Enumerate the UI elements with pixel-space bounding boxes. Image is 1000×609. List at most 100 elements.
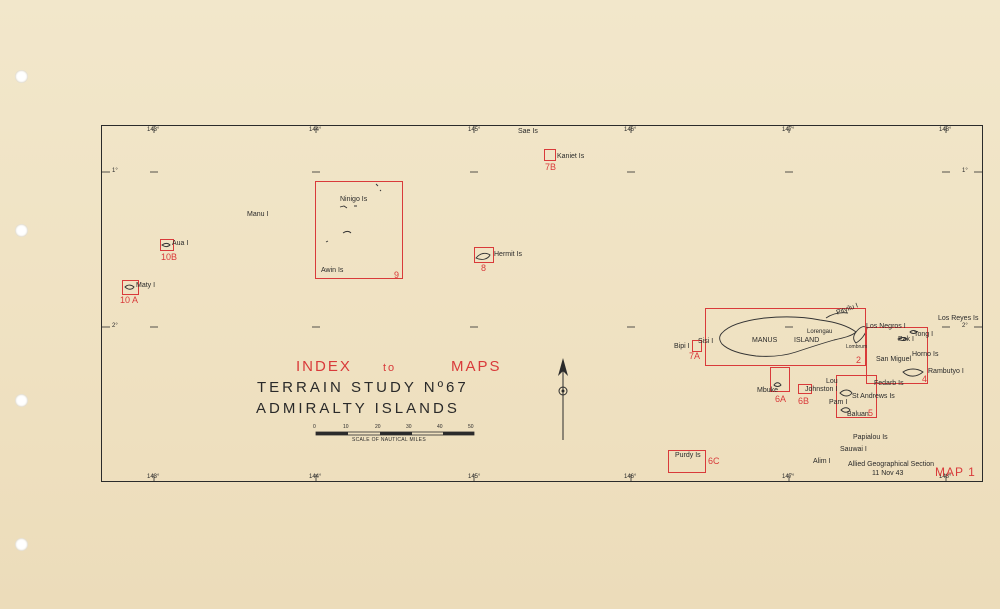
index-box-label: 10 A: [120, 295, 139, 305]
place-lombrum: Lombrum: [846, 344, 868, 350]
binder-hole: [15, 224, 28, 237]
place-awin: Awin Is: [321, 267, 344, 274]
pityilu-coast: [825, 312, 849, 319]
index-box-label: 10B: [161, 252, 178, 262]
lon-label: 145°: [468, 474, 481, 480]
credit-date: 11 Nov 43: [872, 470, 904, 477]
lat-label: 2°: [962, 323, 968, 329]
mbuke-island: [773, 382, 782, 387]
sheet-label: MAP 1: [935, 465, 976, 479]
place-pak: Pak I: [898, 336, 914, 343]
index-box-2[interactable]: [705, 308, 866, 366]
place-los-negros: Los Negros I: [866, 323, 906, 330]
lon-label: 148°: [939, 127, 952, 133]
index-box-label: 7B: [545, 162, 557, 172]
aua-island: [161, 243, 171, 247]
lon-label: 144°: [309, 474, 322, 480]
scale-label: SCALE OF NAUTICAL MILES: [352, 437, 426, 443]
index-box-5[interactable]: [836, 375, 877, 418]
place-manu: Manu I: [247, 211, 269, 218]
lat-label: 1°: [112, 168, 118, 174]
scale-tick-label: 30: [406, 424, 412, 430]
pak-island: [897, 337, 908, 341]
lon-label: 147°: [782, 127, 795, 133]
index-box-10a[interactable]: [122, 280, 139, 295]
place-sauwai: Sauwai I: [840, 446, 867, 453]
lon-label: 146°: [624, 127, 637, 133]
lon-label: 148°: [939, 474, 952, 480]
index-box-7a[interactable]: [692, 340, 702, 352]
scale-tick-label: 40: [437, 424, 443, 430]
title-maps: MAPS: [451, 358, 502, 375]
index-box-label: 6B: [798, 396, 810, 406]
place-st-andrews: St Andrews Is: [852, 393, 895, 400]
scale-tick-label: 0: [313, 424, 316, 430]
scale-bar: [315, 431, 475, 436]
lat-label: 1°: [962, 168, 968, 174]
place-san-miguel: San Miguel: [876, 356, 912, 363]
scale-tick-label: 10: [343, 424, 349, 430]
manus-island-coast: [719, 316, 857, 357]
place-mbuke: Mbuke: [757, 387, 779, 394]
title-index: INDEX: [296, 358, 352, 375]
place-fedarb: Fedarb Is: [874, 380, 904, 387]
index-box-label: 6A: [775, 394, 787, 404]
index-box-6b[interactable]: [798, 384, 812, 394]
index-box-7b[interactable]: [544, 149, 556, 161]
place-purdy: Purdy Is: [675, 452, 701, 459]
index-box-label: 8: [481, 263, 487, 273]
index-box-10b[interactable]: [160, 239, 174, 251]
place-los-reyes: Los Reyes Is: [938, 315, 979, 322]
lon-label: 147°: [782, 474, 795, 480]
index-box-9[interactable]: [315, 181, 403, 279]
los-negros-coast: [853, 326, 868, 344]
title-terrain-study: TERRAIN STUDY Nº67: [257, 379, 469, 396]
index-box-6a[interactable]: [770, 367, 790, 392]
place-island: ISLAND: [794, 337, 820, 344]
rambutyo-island: [902, 368, 924, 377]
hermit-island: [475, 252, 491, 260]
index-box-label: 6C: [708, 456, 720, 466]
north-arrow: [558, 358, 568, 440]
lon-label: 146°: [624, 474, 637, 480]
place-lorengau: Lorengau: [807, 329, 833, 335]
lon-label: 143°: [147, 474, 160, 480]
scale-tick-label: 50: [468, 424, 474, 430]
binder-hole: [15, 538, 28, 551]
place-johnston: Johnston I: [805, 386, 838, 393]
place-manus: MANUS: [752, 337, 778, 344]
credit-line: Allied Geographical Section: [848, 461, 934, 468]
place-pam: Pam I: [829, 399, 848, 406]
title-to: to: [383, 362, 397, 374]
index-box-4[interactable]: [866, 327, 928, 384]
scale-tick-label: 20: [375, 424, 381, 430]
place-horno: Horno Is: [912, 351, 939, 358]
index-box-label: 9: [394, 270, 400, 280]
map-neatline: [101, 125, 983, 482]
lon-label: 145°: [468, 127, 481, 133]
place-alim: Alim I: [813, 458, 831, 465]
place-lou: Lou: [826, 378, 838, 385]
place-maty: Maty I: [136, 282, 156, 289]
place-rambutyo: Rambutyo I: [928, 368, 964, 375]
place-sisi: Sisi I: [698, 338, 714, 345]
maty-island: [124, 284, 135, 290]
title-admiralty: ADMIRALTY ISLANDS: [256, 400, 460, 417]
lat-label: 2°: [112, 323, 118, 329]
index-box-label: 2: [856, 355, 862, 365]
place-kaniet: Kaniet Is: [557, 153, 585, 160]
index-box-label: 7A: [689, 351, 701, 361]
place-bipi: Bipi I: [674, 343, 690, 350]
place-aua: Aua I: [172, 240, 189, 247]
index-box-label: 4: [922, 374, 928, 384]
place-hermit: Hermit Is: [494, 251, 522, 258]
baluan-island: [840, 407, 851, 413]
place-papialou: Papialou Is: [853, 434, 888, 441]
place-tong: Tong I: [914, 331, 934, 338]
index-box-8[interactable]: [474, 247, 494, 263]
place-baluan: Baluan: [847, 411, 869, 418]
index-box-6c[interactable]: [668, 450, 706, 473]
tong-island: [909, 330, 918, 334]
